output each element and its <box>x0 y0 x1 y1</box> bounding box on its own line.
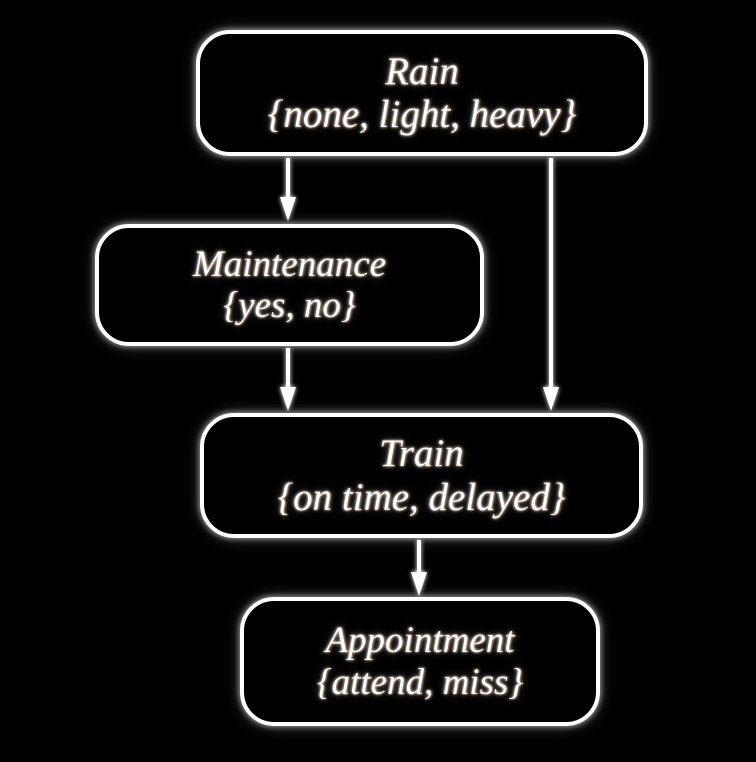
node-appointment-title: Appointment <box>325 620 515 662</box>
node-rain[interactable]: Rain {none, light, heavy} <box>196 30 648 156</box>
node-maintenance-states: {yes, no} <box>223 285 356 326</box>
node-rain-title: Rain <box>385 49 459 93</box>
node-appointment-states: {attend, miss} <box>316 661 524 703</box>
node-train-title: Train <box>379 432 464 476</box>
edge-train-to-appointment <box>411 540 427 596</box>
node-maintenance-title: Maintenance <box>192 243 387 285</box>
edge-rain-to-maintenance <box>280 158 296 221</box>
edge-rain-to-train <box>543 158 559 411</box>
node-maintenance[interactable]: Maintenance {yes, no} <box>95 224 484 346</box>
node-rain-states: {none, light, heavy} <box>267 93 577 136</box>
node-appointment[interactable]: Appointment {attend, miss} <box>240 597 600 726</box>
node-train-states: {on time, delayed} <box>277 475 566 519</box>
node-train[interactable]: Train {on time, delayed} <box>200 413 643 538</box>
edge-maintenance-to-train <box>280 348 296 411</box>
